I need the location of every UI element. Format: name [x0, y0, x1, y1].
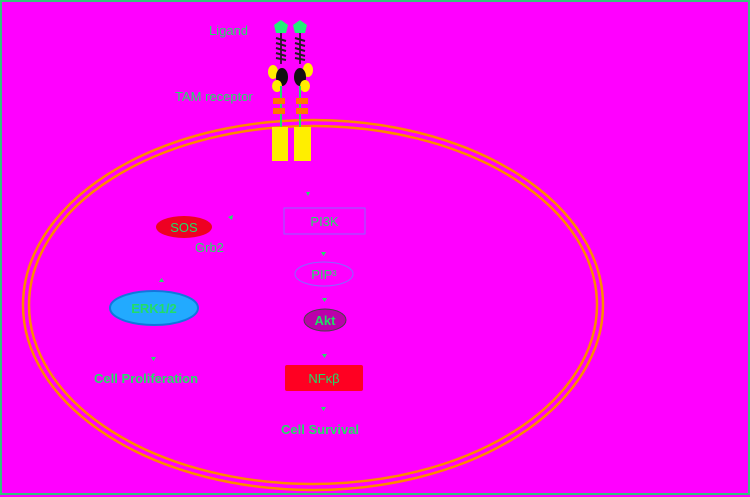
pip3-label-subscript: 3	[332, 269, 337, 278]
pathway-arrows	[151, 192, 327, 411]
nfkb-node	[285, 365, 363, 391]
erk-node	[109, 290, 199, 326]
arrow-receptor-to-pi3k	[306, 192, 310, 196]
akt-node	[303, 308, 347, 332]
arrow-sos-to-erk	[159, 278, 164, 282]
arrow-pip3-to-akt	[322, 298, 327, 302]
pip3-node	[294, 261, 354, 287]
arrow-receptor-to-grb2	[228, 215, 233, 220]
cell-membrane	[21, 118, 605, 492]
sos-label: SOS	[170, 219, 198, 235]
pi3k-label: PI3K	[310, 213, 339, 229]
arrow-akt-to-nfkb	[322, 354, 327, 358]
arrow-pi3k-to-pip3	[321, 252, 326, 256]
grb2-label: Grb2	[195, 240, 224, 255]
cell-proliferation-label: Cell Proliferation	[94, 371, 199, 386]
cell-survival-label: Cell Survival	[281, 422, 360, 437]
arrow-erk-to-proliferation	[151, 357, 156, 361]
ligand-label: Ligand	[209, 23, 249, 38]
pi3k-node	[283, 207, 366, 235]
receptor-right	[293, 20, 313, 161]
erk-label: ERK1/2	[131, 300, 177, 316]
receptor-left	[268, 20, 288, 161]
ligand-icon	[293, 20, 307, 33]
akt-label: Akt	[314, 312, 336, 328]
ligand-icon	[274, 20, 288, 33]
tam-receptor-dimer	[268, 20, 313, 161]
arrow-nfkb-to-survival	[321, 407, 326, 411]
nfkb-label: NFκβ	[308, 370, 340, 386]
sos-node	[156, 216, 212, 238]
tam-receptor-label: TAM receptor	[175, 89, 253, 104]
pip3-label-base: PIP	[311, 266, 333, 282]
